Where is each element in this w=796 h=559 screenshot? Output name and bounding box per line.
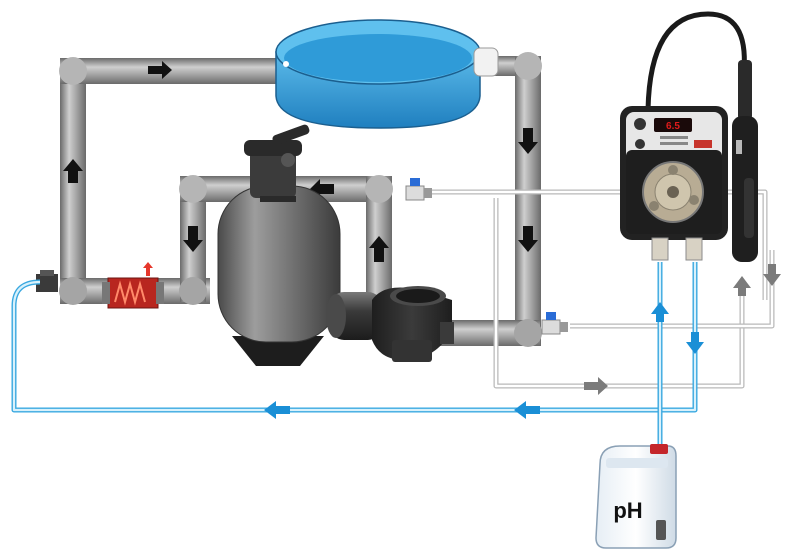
arrow-left-icon: [264, 401, 290, 419]
circulation-pipes: [59, 52, 542, 347]
canister-label: pH: [613, 498, 642, 523]
pipe-top-return: [60, 58, 290, 84]
pump-button-icon: [634, 118, 646, 130]
valve-icon: [405, 178, 432, 201]
elbow: [365, 175, 393, 203]
pump-button-icon: [635, 139, 645, 149]
foot-valve-icon: [656, 520, 666, 540]
circulation-pump-icon: [326, 286, 454, 362]
arrow-down-icon: [763, 264, 781, 286]
canister-cap-icon: [650, 444, 668, 454]
skimmer-icon: [473, 47, 499, 77]
arrow-right-icon: [148, 61, 172, 79]
arrow-up-icon: [63, 159, 83, 183]
arrow-left-icon: [514, 401, 540, 419]
sample-valves: [36, 178, 568, 335]
pool-inlet-icon: [283, 61, 289, 67]
elbow: [514, 52, 542, 80]
heater-icon: [102, 262, 164, 309]
arrow-down-icon: [518, 128, 538, 154]
chemical-canister-icon: pH: [595, 444, 677, 549]
dosing-flow-arrows: [264, 302, 704, 419]
arrow-up-icon: [733, 276, 751, 296]
pump-display-value: 6.5: [666, 121, 680, 132]
peristaltic-dosing-pump-icon: 6.5: [620, 106, 728, 261]
injection-fitting-icon: [36, 270, 58, 292]
arrow-down-icon: [183, 226, 203, 252]
sample-flow-arrows: [584, 264, 781, 395]
pool-icon: [275, 19, 499, 129]
pump-display: [654, 118, 692, 132]
dosing-tubes: [11, 262, 698, 450]
arrow-up-icon: [651, 302, 669, 322]
valve-icon: [541, 312, 568, 335]
pipe-right-down: [515, 56, 541, 346]
ph-probe-icon: [645, 11, 758, 262]
circulation-flow-arrows: [63, 61, 538, 262]
arrow-down-icon: [518, 226, 538, 252]
elbow: [59, 57, 87, 85]
elbow: [514, 319, 542, 347]
elbow: [59, 277, 87, 305]
heat-arrow-icon: [143, 262, 153, 276]
sand-filter-icon: [217, 124, 341, 366]
arrow-up-icon: [369, 236, 389, 262]
arrow-right-icon: [584, 377, 608, 395]
elbow: [179, 175, 207, 203]
arrow-down-icon: [686, 332, 704, 354]
elbow: [179, 277, 207, 305]
